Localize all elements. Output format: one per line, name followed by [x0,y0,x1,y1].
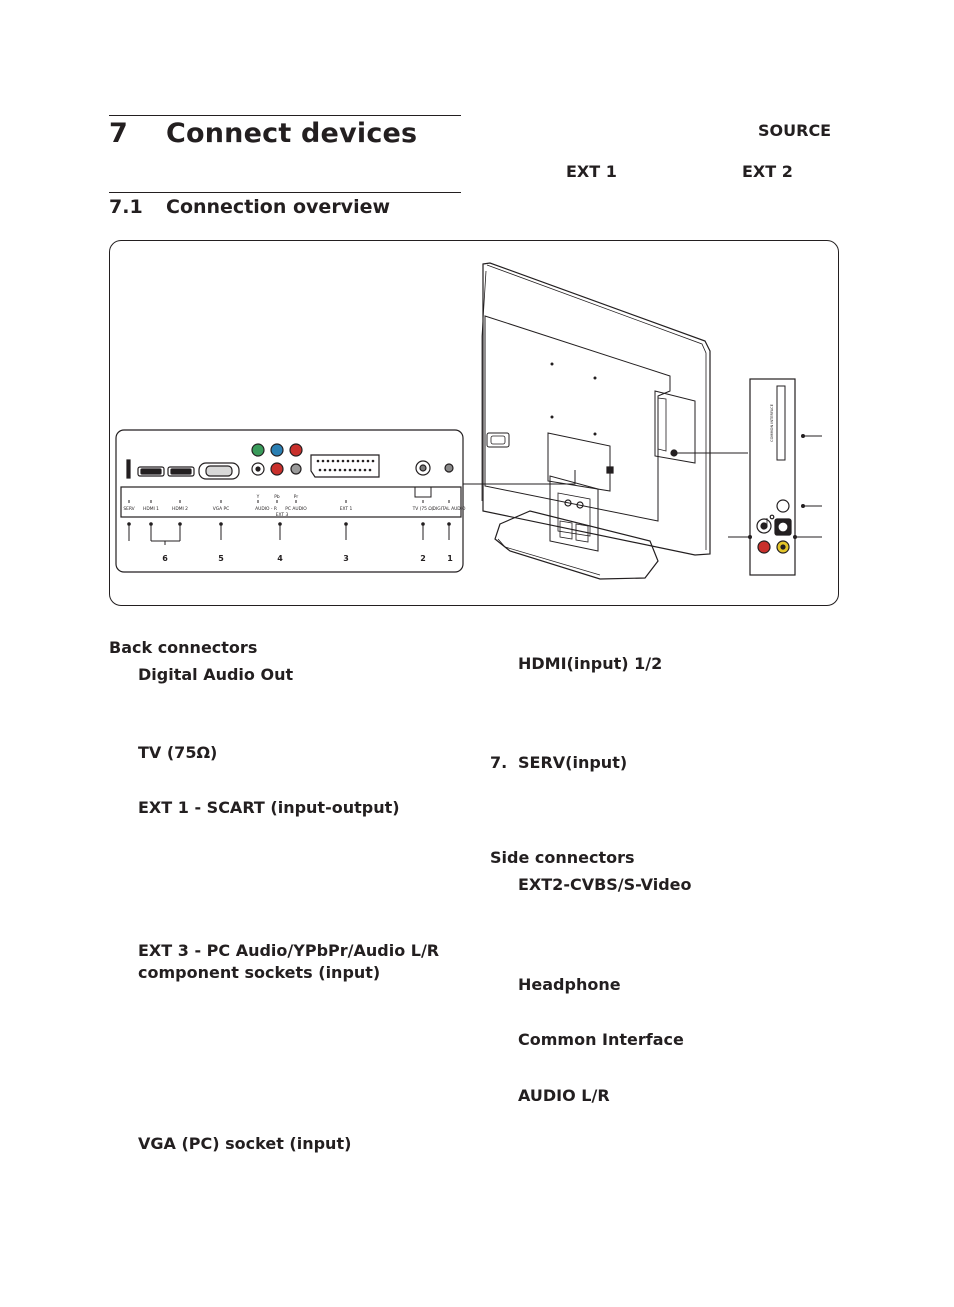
item-ext3-line2: component sockets (input) [138,963,381,982]
section-title: Connection overview [166,196,391,218]
digital-audio-port-icon [444,463,454,473]
back-connectors-heading: Back connectors [109,638,258,657]
chapter-top-rule [109,115,461,116]
connection-diagram-svg: SERV HDMI 1 HDMI 2 VGA PC AUDIO - R PC A… [115,262,822,580]
antenna-port-icon [415,460,431,476]
common-interface-slot [776,385,786,461]
side-audio-r-icon [757,540,771,554]
item-hdmi-input: HDMI(input) 1/2 [518,654,663,673]
hdmi2-port-icon [167,466,195,477]
ext2-label: EXT 2 [742,162,793,181]
panel-label-serv: SERV [123,506,134,512]
jack-pc-audio-icon [290,463,302,475]
item-tv-75: TV (75Ω) [138,743,218,762]
panel-letter-pr: Pr [294,494,299,500]
item-vga-socket: VGA (PC) socket (input) [138,1134,352,1153]
item-audio-lr: AUDIO L/R [518,1086,610,1105]
item-common-interface: Common Interface [518,1030,684,1049]
serv-item-number: 7. [490,753,508,772]
side-audio-l-icon [756,518,772,534]
panel-label-tv: TV (75 Ω) [412,506,434,512]
item-headphone: Headphone [518,975,621,994]
tv-stand-base-icon [494,510,659,580]
callout-1: 1 [447,554,453,563]
headphone-jack-icon [776,499,790,513]
panel-label-hdmi2: HDMI 2 [172,506,188,512]
panel-letter-pb: Pb [274,494,280,500]
scart-port-icon [310,454,380,478]
tv-body-icon [482,262,711,556]
side-panel-box [749,378,796,576]
jack-pb-icon [270,443,284,457]
side-panel-label: COMMON INTERFACE [770,403,774,442]
panel-label-digital-audio: DIGITAL AUDIO [433,506,466,512]
item-ext1-scart: EXT 1 - SCART (input-output) [138,798,400,817]
panel-label-vga: VGA PC [213,506,230,512]
panel-label-hdmi1: HDMI 1 [143,506,159,512]
vga-port-icon [198,462,240,480]
panel-label-ext1: EXT 1 [340,506,353,512]
chapter-title: Connect devices [166,118,418,149]
callout-2: 2 [420,554,426,563]
callout-3: 3 [343,554,349,563]
chapter-number: 7 [109,118,128,149]
item-ext3-line1: EXT 3 - PC Audio/YPbPr/Audio L/R [138,941,440,960]
callout-5: 5 [218,554,224,563]
panel-label-pc-audio: PC AUDIO [285,506,307,512]
callout-4: 4 [277,554,283,563]
connection-diagram: SERV HDMI 1 HDMI 2 VGA PC AUDIO - R PC A… [109,240,839,606]
panel-label-audio: AUDIO - R [255,506,277,512]
serv-port-icon [126,459,131,479]
panel-letter-y: Y [256,494,260,500]
jack-pr-icon [289,443,303,457]
side-connectors-heading: Side connectors [490,848,635,867]
ext1-label: EXT 1 [566,162,617,181]
jack-audio-r-icon [270,462,284,476]
source-label: SOURCE [758,121,832,140]
label-strip [120,486,462,518]
item-ext2-cvbs: EXT2-CVBS/S-Video [518,875,692,894]
jack-y-icon [251,443,265,457]
section-top-rule [109,192,461,193]
panel-label-ext3: EXT 3 [276,512,289,518]
hdmi1-port-icon [137,466,165,477]
item-digital-audio-out: Digital Audio Out [138,665,294,684]
back-panel-box [115,429,464,573]
callout-6: 6 [162,554,168,563]
section-number: 7.1 [109,196,143,218]
item-serv-input: SERV(input) [518,753,628,772]
connector-marker [606,466,614,474]
